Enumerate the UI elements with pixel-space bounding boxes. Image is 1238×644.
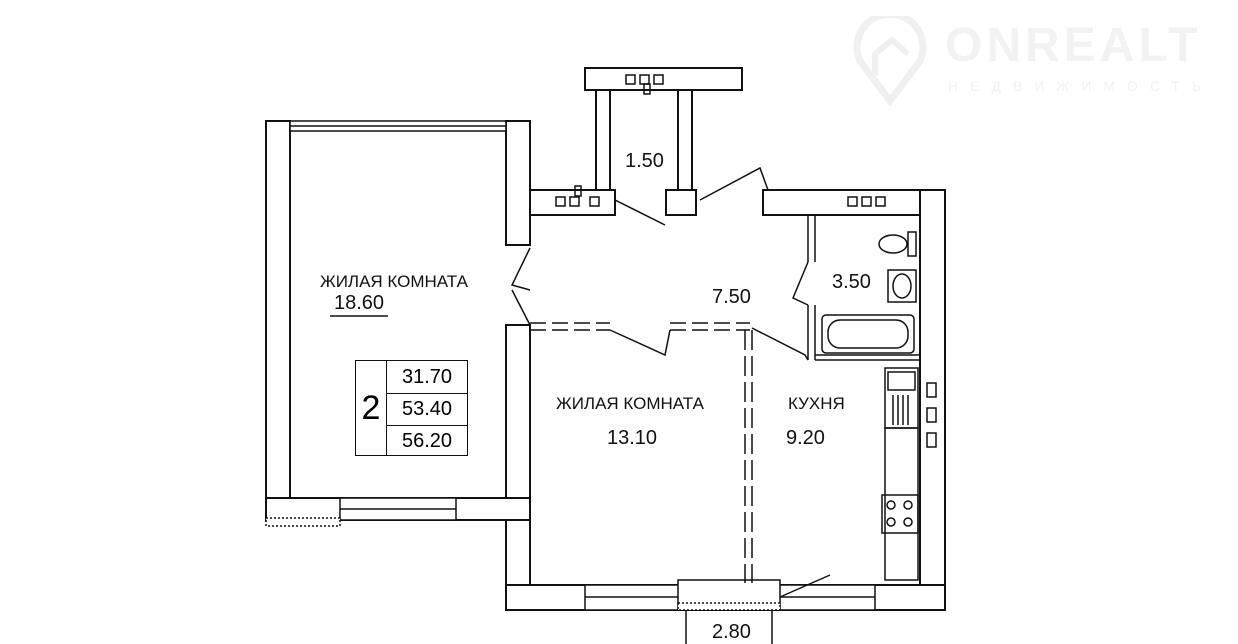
vent-blocks bbox=[555, 74, 886, 207]
balcony-post-left bbox=[595, 89, 611, 191]
partition-kitchen bbox=[744, 330, 753, 583]
room-count: 2 bbox=[356, 361, 387, 455]
wall-top-mid bbox=[529, 189, 616, 216]
kitchen-area: 9.20 bbox=[786, 427, 825, 449]
wall-left-room-right-lower bbox=[505, 324, 531, 611]
column bbox=[665, 189, 697, 216]
partition-bathroom bbox=[807, 215, 920, 361]
total-area: 53.40 bbox=[386, 393, 468, 426]
door-left-room bbox=[510, 247, 531, 326]
watermark-brand: ONREALT bbox=[945, 19, 1202, 72]
wall-right bbox=[919, 189, 946, 611]
bathtub bbox=[821, 314, 915, 354]
stove-icon bbox=[881, 494, 919, 534]
balcony-top-area: 1.50 bbox=[625, 150, 664, 172]
wall-left-room-right-upper bbox=[505, 120, 531, 246]
watermark-tagline: НЕДВИЖИМОСТЬ bbox=[948, 78, 1214, 94]
area-summary-table: 2 31.70 53.40 56.20 bbox=[355, 360, 468, 456]
door-bathroom bbox=[792, 261, 809, 306]
door-bedroom2 bbox=[609, 329, 671, 357]
balcony-post-right bbox=[677, 89, 693, 191]
kitchen-sink-icon bbox=[884, 367, 919, 429]
home-pin-icon bbox=[853, 16, 927, 106]
living-room-1-area: 18.60 bbox=[334, 292, 385, 314]
radiator bbox=[926, 382, 937, 398]
door-balcony bbox=[614, 166, 769, 226]
wall-left bbox=[265, 120, 291, 522]
wall-top-right bbox=[762, 189, 946, 216]
door-kitchen bbox=[751, 327, 809, 361]
sink-icon bbox=[887, 269, 917, 303]
living-room-2-area: 13.10 bbox=[607, 427, 658, 449]
living-room-1-label: ЖИЛАЯ КОМНАТА bbox=[320, 272, 468, 291]
partition-hall-bedroom bbox=[530, 322, 750, 331]
total-area-with-balconies: 56.20 bbox=[401, 429, 453, 452]
living-room-2-label: ЖИЛАЯ КОМНАТА bbox=[556, 394, 704, 413]
kitchen-counter bbox=[884, 427, 919, 581]
living-area: 31.70 bbox=[386, 361, 468, 394]
balcony-bottom-area: 2.80 bbox=[712, 621, 751, 643]
hallway-area: 7.50 bbox=[712, 286, 751, 308]
bathroom-area: 3.50 bbox=[832, 271, 871, 293]
kitchen-label: КУХНЯ bbox=[788, 394, 845, 413]
door-balcony-bottom bbox=[779, 574, 831, 598]
toilet-icon bbox=[878, 234, 908, 254]
